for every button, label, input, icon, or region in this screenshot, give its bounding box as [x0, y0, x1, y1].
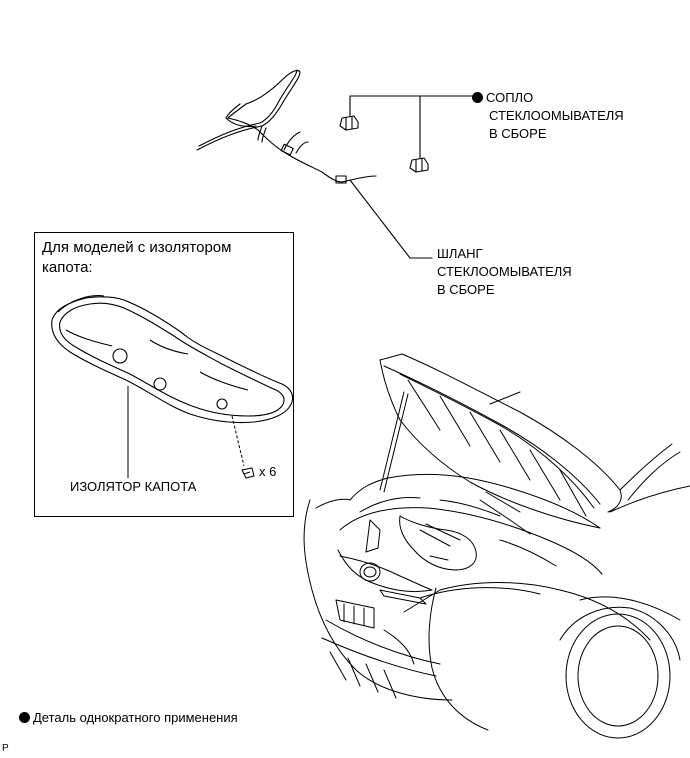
nozzle-label-line-1: СОПЛО — [486, 90, 534, 105]
hose-label-line-1: ШЛАНГ — [437, 246, 483, 261]
corner-code: P — [2, 743, 9, 754]
washer-nozzle-label: СОПЛО СТЕКЛООМЫВАТЕЛЯ В СБОРЕ — [472, 89, 624, 143]
clip-count-label: x 6 — [259, 464, 277, 479]
insulator-inset-box: Для моделей с изолятором капота: — [34, 232, 294, 517]
hose-label-line-2: СТЕКЛООМЫВАТЕЛЯ — [437, 264, 572, 279]
washer-hose-drawing — [196, 69, 377, 184]
insulator-leaders — [127, 386, 245, 478]
legend-text: Деталь однократного применения — [33, 710, 238, 725]
legend: Деталь однократного применения — [19, 709, 238, 727]
nozzle-label-line-2: СТЕКЛООМЫВАТЕЛЯ — [489, 108, 624, 123]
washer-hose-label: ШЛАНГ СТЕКЛООМЫВАТЕЛЯ В СБОРЕ — [437, 245, 572, 299]
inset-title-line-1: Для моделей с изолятором — [42, 239, 232, 256]
legend-dot-icon — [19, 712, 30, 723]
hood-insulator-drawing — [51, 295, 294, 424]
washer-nozzle-drawing — [339, 115, 429, 173]
inset-title-line-2: капота: — [42, 259, 93, 276]
hose-label-line-3: В СБОРЕ — [437, 282, 495, 297]
inset-title: Для моделей с изолятором капота: — [42, 238, 231, 278]
hood-insulator-label: ИЗОЛЯТОР КАПОТА — [70, 479, 197, 494]
nozzle-label-line-3: В СБОРЕ — [489, 126, 547, 141]
non-reusable-dot-icon — [472, 92, 483, 103]
car-front-drawing — [303, 353, 690, 739]
clip-icon — [241, 467, 255, 479]
